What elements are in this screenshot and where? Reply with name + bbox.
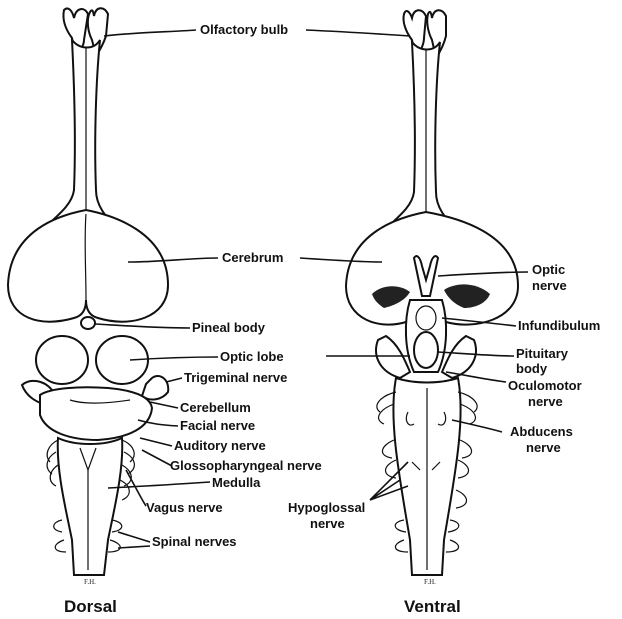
- label-pituitary-body-line2: body: [516, 361, 548, 376]
- label-facial-nerve: Facial nerve: [180, 418, 255, 433]
- label-optic-nerve-line1: Optic: [532, 262, 565, 277]
- label-infundibulum: Infundibulum: [518, 318, 600, 333]
- label-trigeminal-nerve: Trigeminal nerve: [184, 370, 287, 385]
- dorsal-olfactory-tract-shape: [40, 40, 120, 232]
- label-medulla: Medulla: [212, 475, 261, 490]
- label-oculomotor-nerve-line2: nerve: [528, 394, 563, 409]
- label-hypoglossal-nerve-line1: Hypoglossal: [288, 500, 365, 515]
- ventral-pituitary-body-shape: [414, 332, 438, 368]
- label-auditory-nerve: Auditory nerve: [174, 438, 266, 453]
- label-glossopharyngeal-nerve: Glossopharyngeal nerve: [170, 458, 322, 473]
- label-spinal-nerves: Spinal nerves: [152, 534, 237, 549]
- dorsal-cerebellum-shape: [40, 387, 152, 440]
- view-title-ventral: Ventral: [404, 597, 461, 616]
- dorsal-cerebrum-shape: [8, 210, 168, 322]
- dorsal-brain-illustration: F.H.: [8, 8, 168, 586]
- label-oculomotor-nerve-line1: Oculomotor: [508, 378, 582, 393]
- label-optic-nerve-line2: nerve: [532, 278, 567, 293]
- dorsal-medulla-shape: [58, 438, 123, 575]
- ventral-artist-mark: F.H.: [424, 578, 436, 586]
- dorsal-optic-lobe-left-shape: [36, 336, 88, 384]
- label-pituitary-body-line1: Pituitary: [516, 346, 569, 361]
- label-optic-lobe: Optic lobe: [220, 349, 284, 364]
- label-hypoglossal-nerve-line2: nerve: [310, 516, 345, 531]
- label-abducens-nerve-line1: Abducens: [510, 424, 573, 439]
- view-title-dorsal: Dorsal: [64, 597, 117, 616]
- label-cerebrum: Cerebrum: [222, 250, 283, 265]
- label-olfactory-bulb: Olfactory bulb: [200, 22, 288, 37]
- label-vagus-nerve: Vagus nerve: [146, 500, 223, 515]
- label-pineal-body: Pineal body: [192, 320, 266, 335]
- dorsal-artist-mark: F.H.: [84, 578, 96, 586]
- dorsal-trigeminal-nerve-shape-right: [142, 376, 168, 400]
- label-cerebellum: Cerebellum: [180, 400, 251, 415]
- label-abducens-nerve-line2: nerve: [526, 440, 561, 455]
- dorsal-pineal-body-shape: [81, 317, 95, 329]
